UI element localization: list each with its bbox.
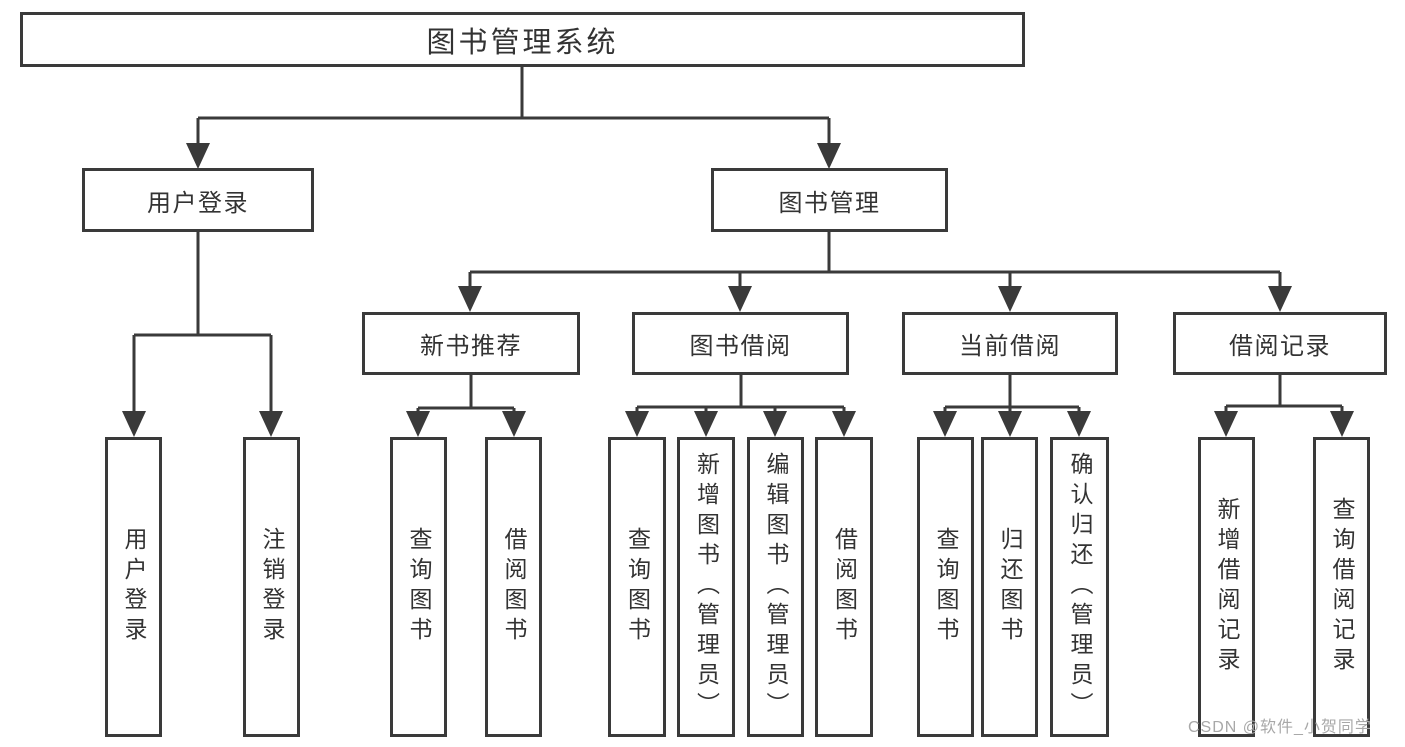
node-new-book-recommend: 新书推荐 [362, 312, 580, 375]
arrow-down-icon [1330, 411, 1354, 437]
arrow-down-icon [122, 411, 146, 437]
arrow-down-icon [502, 411, 526, 437]
leaf-query-books-borrow: 查询图书 [608, 437, 666, 737]
arrowhead-icons [122, 143, 1354, 437]
arrow-down-icon [998, 411, 1022, 437]
arrow-down-icon [933, 411, 957, 437]
arrow-down-icon [625, 411, 649, 437]
arrow-down-icon [763, 411, 787, 437]
leaf-query-books-current: 查询图书 [917, 437, 974, 737]
edge-new-book-children [416, 375, 516, 434]
leaf-logout: 注销登录 [243, 437, 300, 737]
arrow-down-icon [406, 411, 430, 437]
node-borrow-records: 借阅记录 [1173, 312, 1387, 375]
edge-user-login-children [132, 232, 273, 434]
edge-root-to-level2 [196, 67, 831, 166]
node-user-login: 用户登录 [82, 168, 314, 232]
node-current-borrow: 当前借阅 [902, 312, 1118, 375]
leaf-query-borrow-record: 查询借阅记录 [1313, 437, 1370, 737]
leaf-add-books-admin: 新增图书（管理员） [677, 437, 735, 737]
arrow-down-icon [694, 411, 718, 437]
node-book-borrow: 图书借阅 [632, 312, 849, 375]
leaf-edit-books-admin: 编辑图书（管理员） [747, 437, 804, 737]
leaf-user-login: 用户登录 [105, 437, 162, 737]
arrow-down-icon [817, 143, 841, 169]
leaf-add-borrow-record: 新增借阅记录 [1198, 437, 1255, 737]
node-book-management: 图书管理 [711, 168, 948, 232]
arrow-down-icon [458, 286, 482, 312]
arrow-down-icon [832, 411, 856, 437]
node-library-management-system: 图书管理系统 [20, 12, 1025, 67]
arrow-down-icon [186, 143, 210, 169]
arrow-down-icon [998, 286, 1022, 312]
arrow-down-icon [1214, 411, 1238, 437]
leaf-confirm-return-admin: 确认归还（管理员） [1050, 437, 1109, 737]
arrow-down-icon [259, 411, 283, 437]
arrow-down-icon [1268, 286, 1292, 312]
edge-borrow-record-children [1224, 375, 1344, 434]
arrow-down-icon [728, 286, 752, 312]
leaf-borrow-books-recommend: 借阅图书 [485, 437, 542, 737]
edge-book-management-children [468, 232, 1282, 309]
edge-book-borrow-children [635, 375, 846, 434]
leaf-borrow-books: 借阅图书 [815, 437, 873, 737]
watermark: CSDN @软件_小贺同学 [1188, 719, 1372, 736]
leaf-return-books: 归还图书 [981, 437, 1038, 737]
leaf-query-books-recommend: 查询图书 [390, 437, 447, 737]
arrow-down-icon [1067, 411, 1091, 437]
